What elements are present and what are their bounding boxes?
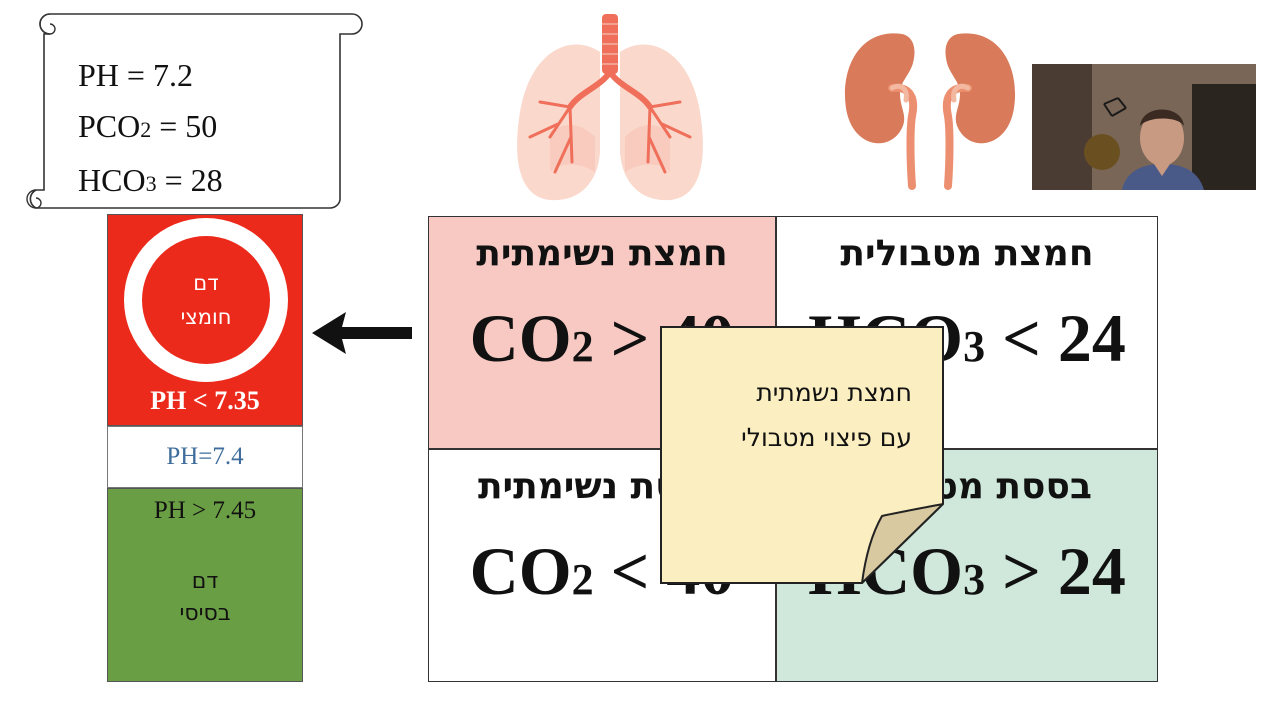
base-label: דם בסיסי (107, 566, 303, 630)
pco2-value: PCO2 = 50 (78, 108, 218, 144)
respiratory-alkalosis-formula: CO2 < 40 (469, 533, 735, 609)
left-arrow-icon (312, 312, 412, 354)
acid-circle-line1: דם (193, 271, 219, 295)
base-line2: בסיסי (179, 601, 231, 626)
kidneys-illustration (844, 33, 1016, 190)
metabolic-acidosis-title: חמצת מטבולית (840, 233, 1094, 274)
lungs-illustration (517, 14, 703, 201)
sticky-note-line1: חמצת נשמתית (756, 378, 912, 407)
webcam-video (1032, 64, 1256, 190)
base-blood-panel (107, 488, 303, 682)
base-threshold: PH > 7.45 (153, 497, 257, 524)
base-line1: דם (191, 569, 219, 594)
acid-threshold: PH < 7.35 (150, 386, 260, 415)
sticky-note-line2: עם פיצוי מטבולי (741, 423, 912, 452)
sticky-note-text: חמצת נשמתית עם פיצוי מטבולי (676, 370, 912, 460)
ph-value: PH = 7.2 (78, 57, 193, 93)
scroll-banner (26, 13, 363, 209)
sticky-note (660, 326, 944, 584)
presenter-silhouette (1032, 64, 1256, 190)
respiratory-acidosis-cell: חמצת נשימתית CO2 > 40 (428, 216, 776, 449)
acid-circle-line2: חומצי (180, 305, 232, 329)
respiratory-acidosis-title: חמצת נשימתית (476, 233, 728, 274)
lab-values: PH = 7.2 PCO2 = 50 HCO3 = 28 (78, 50, 358, 209)
hco3-value: HCO3 = 28 (78, 162, 223, 198)
normal-ph: PH=7.4 (107, 426, 303, 488)
acid-circle: דם חומצי (142, 236, 270, 364)
